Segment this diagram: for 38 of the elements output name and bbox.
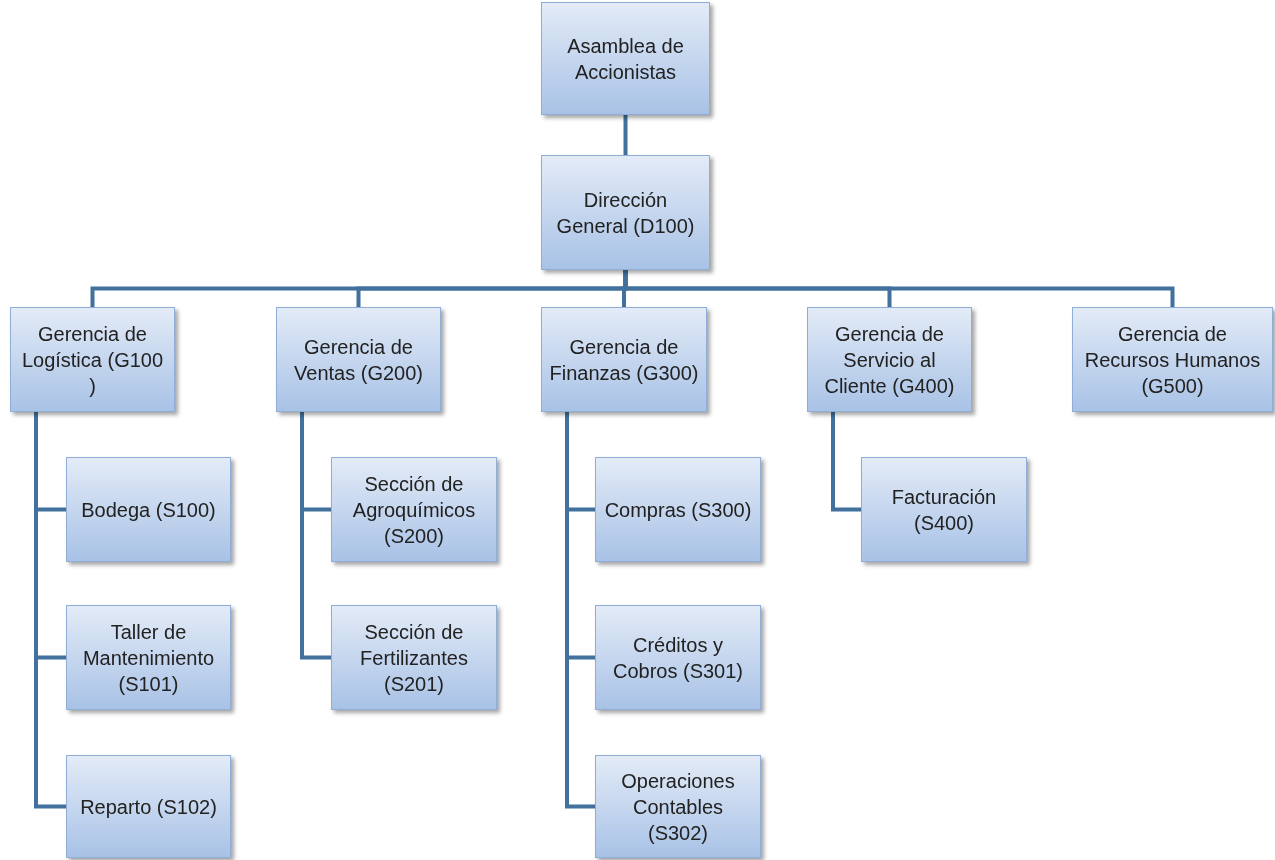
connector-line (565, 412, 595, 809)
unit-name: Sección de Fertilizantes (S201) (359, 619, 469, 697)
org-box (66, 605, 231, 710)
unit-name: Asamblea de Accionistas (566, 33, 685, 85)
org-box (66, 457, 231, 562)
org-box (807, 307, 972, 412)
unit-name: Créditos y Cobros (S301) (611, 632, 745, 684)
connector-line (623, 115, 628, 155)
connector-line (831, 412, 861, 512)
connector-line (300, 412, 331, 660)
unit-name: Gerencia de Servicio al Cliente (G400) (823, 321, 956, 399)
org-box (276, 307, 441, 412)
org-box (595, 605, 761, 710)
unit-name: Gerencia de Recursos Humanos (G500) (1083, 321, 1262, 399)
unit-name: Dirección General (D100) (555, 187, 696, 239)
unit-name: Gerencia de Ventas (G200) (293, 334, 424, 386)
unit-name: Facturación (S400) (890, 484, 998, 536)
unit-name: Operaciones Contables (S302) (620, 768, 736, 846)
org-box (861, 457, 1027, 562)
org-box (1072, 307, 1273, 412)
org-box (595, 457, 761, 562)
unit-name: Bodega (S100) (81, 497, 216, 523)
org-box (541, 2, 710, 115)
unit-name: Gerencia de Logística (G100 ) (20, 321, 165, 399)
org-box (541, 155, 710, 270)
org-box (541, 307, 707, 412)
org-box (331, 605, 497, 710)
connector-line (623, 270, 1175, 307)
connector-line (34, 412, 66, 809)
unit-name: Reparto (S102) (80, 794, 217, 820)
org-box (595, 755, 761, 858)
unit-name: Taller de Mantenimiento (S101) (81, 619, 216, 697)
unit-name: Compras (S300) (604, 497, 752, 523)
unit-name: Gerencia de Finanzas (G300) (548, 334, 700, 386)
unit-name: Sección de Agroquímicos (S200) (351, 471, 477, 549)
org-box (66, 755, 231, 858)
org-box (331, 457, 497, 562)
org-box (10, 307, 175, 412)
